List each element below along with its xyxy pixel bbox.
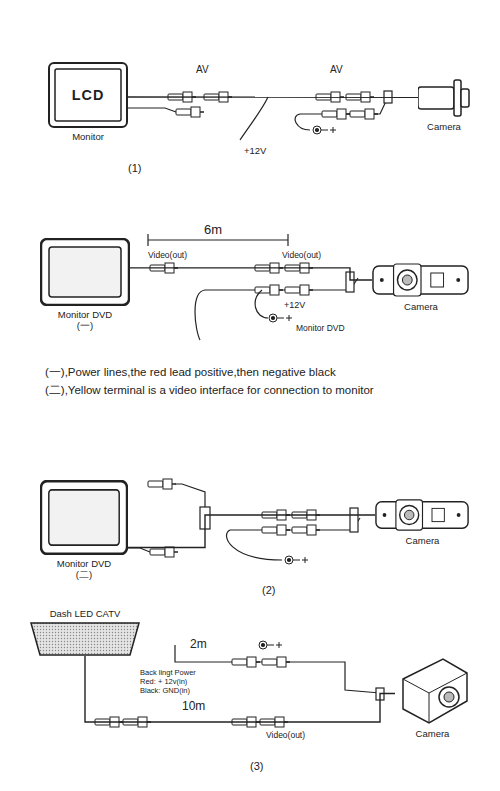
device-label: Dash LED CATV bbox=[25, 608, 145, 619]
screen-text: LCD bbox=[48, 62, 128, 128]
wiring-label: (2) bbox=[262, 584, 275, 597]
plate-camera: Camera bbox=[372, 262, 470, 298]
dvd-outline bbox=[40, 238, 130, 306]
wiring-label: Monitor DVD bbox=[296, 324, 345, 334]
dvd-outline bbox=[40, 480, 128, 555]
video-cable bbox=[128, 96, 418, 98]
wiring-label: +12V bbox=[284, 300, 305, 310]
video-cable bbox=[128, 515, 375, 548]
wiring-label: (3) bbox=[250, 760, 263, 773]
dvd-monitor: Monitor DVD (一) bbox=[40, 238, 130, 306]
video-cable bbox=[130, 268, 372, 280]
device-label: Camera bbox=[403, 728, 463, 739]
dvd-monitor: Monitor DVD (二) bbox=[40, 480, 128, 555]
wiring-label: (一),Power lines,the red lead positive,th… bbox=[45, 366, 336, 379]
box-outline bbox=[395, 655, 470, 725]
device-label: Camera bbox=[391, 301, 451, 312]
wiring-label: Red: + 12v(in) bbox=[140, 678, 187, 687]
device-label: Camera bbox=[414, 121, 474, 132]
wiring-label: Black: GND(in) bbox=[140, 687, 190, 696]
bullet-outline bbox=[418, 78, 470, 118]
wiring-label: Video(out) bbox=[282, 251, 321, 261]
plate-camera: Camera bbox=[375, 498, 470, 532]
wiring-label: 10m bbox=[182, 700, 205, 714]
dash-display: Dash LED CATV bbox=[30, 622, 140, 656]
wiring-label: 2m bbox=[190, 638, 207, 652]
box-camera: Camera bbox=[395, 655, 470, 725]
wiring-label: Back lingt Power bbox=[140, 669, 196, 678]
device-label: Monitor bbox=[53, 131, 123, 142]
lcd-monitor: LCDMonitor bbox=[48, 62, 128, 128]
wiring-label: 6m bbox=[204, 223, 222, 238]
bullet-camera: Camera bbox=[418, 78, 470, 118]
wiring-label: +12V bbox=[244, 146, 266, 157]
dash-outline bbox=[30, 622, 140, 656]
plate-outline bbox=[375, 498, 470, 532]
wiring-label: Video(out) bbox=[266, 731, 305, 741]
plate-outline bbox=[372, 262, 470, 298]
wiring-label: (1) bbox=[128, 162, 141, 175]
device-label: Camera bbox=[393, 535, 453, 546]
wiring-label: (二),Yellow terminal is a video interface… bbox=[45, 384, 374, 397]
wiring-label: Video(out) bbox=[148, 251, 187, 261]
device-label: Monitor DVD (一) bbox=[50, 309, 120, 332]
video-cable bbox=[85, 656, 395, 722]
device-label: Monitor DVD (二) bbox=[49, 558, 119, 581]
wiring-label: AV bbox=[196, 64, 209, 76]
wiring-label: AV bbox=[330, 64, 343, 76]
